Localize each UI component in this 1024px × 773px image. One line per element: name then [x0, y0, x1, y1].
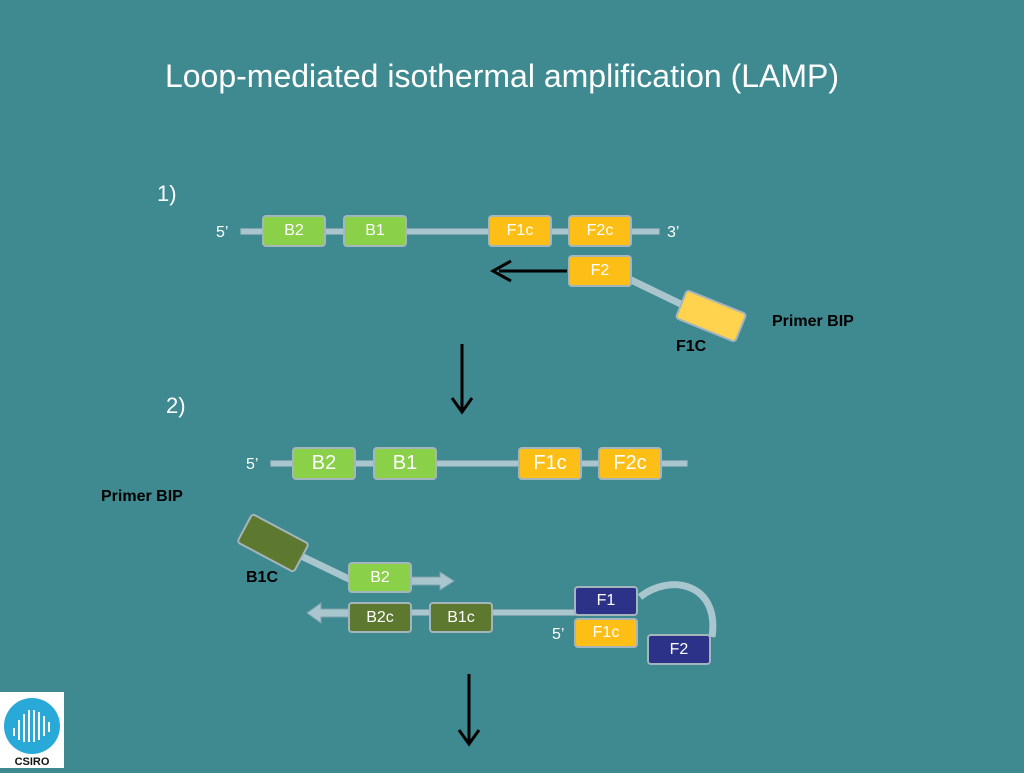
loop-segment-f2: F2 — [647, 634, 711, 665]
primer-linker — [627, 275, 689, 311]
segment-b2c: B2c — [348, 602, 412, 633]
csiro-logo-icon: CSIRO — [4, 698, 60, 768]
segment-b1: B1 — [343, 215, 407, 247]
loop-segment-f1c: F1c — [574, 618, 638, 648]
csiro-logo: CSIRO — [0, 692, 64, 768]
primer-bip-label: Primer BIP — [772, 313, 854, 330]
step-2-label: 2) — [166, 393, 186, 418]
top-segment-b1: B1 — [373, 447, 437, 480]
stem-loop — [637, 581, 717, 638]
five-prime-label: 5’ — [216, 224, 229, 241]
three-prime-label: 3’ — [667, 224, 680, 241]
extension-arrow — [489, 259, 567, 283]
top-segment-f1c: F1c — [518, 447, 582, 480]
b1c-tail-label: B1C — [246, 569, 279, 586]
slide-title: Loop-mediated isothermal amplification (… — [164, 58, 840, 94]
primer-b1c-block — [235, 512, 311, 574]
five-prime-label-top: 5’ — [246, 456, 259, 473]
dna-strand — [240, 228, 660, 235]
csiro-logo-text: CSIRO — [15, 756, 50, 768]
primer-segment-f2: F2 — [568, 255, 632, 287]
dna-strand-top — [270, 460, 688, 467]
segment-b2-new: B2 — [348, 562, 412, 593]
f1c-tail-label: F1C — [676, 338, 707, 355]
five-prime-label-bottom: 5’ — [552, 626, 565, 643]
step-down-arrow-1 — [450, 344, 474, 415]
loop-segment-f1: F1 — [574, 586, 638, 616]
primer-linker-2 — [295, 550, 353, 584]
top-segment-f2c: F2c — [598, 447, 662, 480]
top-segment-b2: B2 — [292, 447, 356, 480]
b2-extension-arrow — [410, 571, 455, 591]
step-1-label: 1) — [157, 181, 177, 206]
segment-f2c: F2c — [568, 215, 632, 247]
step-down-arrow-2 — [457, 674, 481, 747]
segment-b2: B2 — [262, 215, 326, 247]
primer-f1c-block — [674, 288, 748, 344]
segment-b1c: B1c — [429, 602, 493, 633]
segment-f1c: F1c — [488, 215, 552, 247]
primer-bip-label-2: Primer BIP — [101, 488, 183, 505]
